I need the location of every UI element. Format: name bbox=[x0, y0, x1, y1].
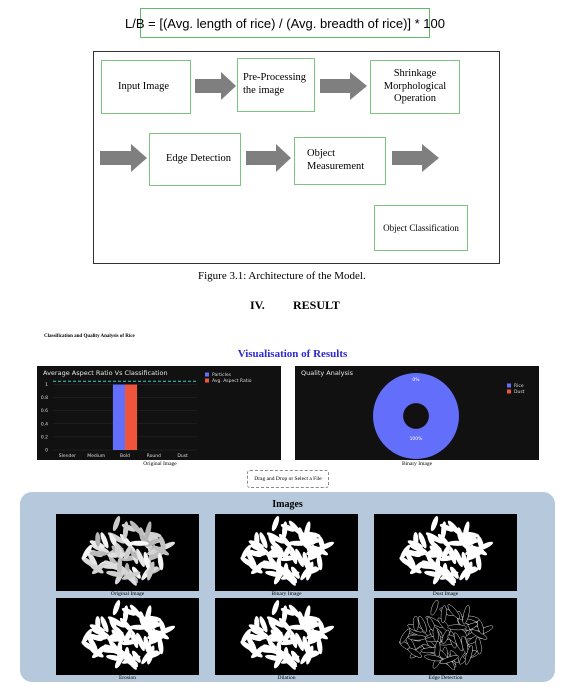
thumbnail-label: Original Image bbox=[110, 591, 145, 597]
pre-processing-label-line1: Pre-Processing bbox=[243, 72, 306, 84]
y-tick-label: 0.6 bbox=[41, 408, 48, 414]
donut-hole bbox=[403, 403, 429, 429]
pie-chart-title: Quality Analysis bbox=[301, 369, 354, 377]
rice-grains-dilation-image bbox=[240, 600, 335, 670]
object-measurement-label-line1: Object bbox=[307, 148, 335, 160]
rice-grains-edge-image bbox=[399, 599, 494, 670]
arrow-right-icon bbox=[246, 144, 291, 172]
figure-caption: Figure 3.1: Architecture of the Model. bbox=[198, 270, 366, 282]
images-panel: Images Original Image Binary Image Dust … bbox=[20, 492, 555, 682]
object-classification-box: Object Classification bbox=[374, 205, 468, 251]
upload-label: Drag and Drop or Select a File bbox=[254, 476, 322, 482]
legend-swatch bbox=[205, 378, 209, 383]
dilation-image-thumbnail bbox=[215, 598, 358, 675]
arrow-right-icon bbox=[195, 72, 236, 100]
rice-grains-dust-image bbox=[399, 516, 494, 586]
section-title: RESULT bbox=[293, 298, 340, 312]
arrow-right-icon bbox=[392, 144, 439, 172]
rice-grains-grayscale-image bbox=[81, 516, 176, 586]
legend-label: Particles bbox=[212, 372, 232, 378]
object-measurement-box: Object Measurement bbox=[294, 137, 386, 185]
legend-swatch bbox=[507, 389, 511, 394]
legend-swatch bbox=[507, 383, 511, 388]
rice-grains-erosion-image bbox=[81, 600, 176, 670]
shrinkage-label-line2: Morphological bbox=[383, 80, 447, 92]
x-tick-label: Round bbox=[147, 453, 161, 459]
y-tick-label: 0 bbox=[45, 448, 48, 454]
bar-panel-label: Original Image bbox=[143, 461, 177, 467]
bar-chart-title: Average Aspect Ratio Vs Classification bbox=[43, 369, 168, 377]
pre-processing-box: Pre-Processing the image bbox=[237, 58, 315, 112]
thumbnail-label: Dust Image bbox=[432, 591, 459, 597]
formula-text: L/B = [(Avg. length of rice) / (Avg. bre… bbox=[125, 15, 445, 31]
y-tick-label: 1 bbox=[45, 382, 48, 388]
bar-particles bbox=[112, 384, 125, 450]
y-tick-label: 0.4 bbox=[41, 421, 48, 427]
legend-label: Rice bbox=[514, 383, 524, 389]
shrinkage-box: Shrinkage Morphological Operation bbox=[370, 60, 460, 114]
architecture-diagram: Input Image Pre-Processing the image Shr… bbox=[93, 51, 500, 264]
object-measurement-label-line2: Measurement bbox=[307, 161, 365, 172]
shrinkage-label-line1: Shrinkage bbox=[393, 68, 437, 80]
x-tick-label: Bold bbox=[120, 453, 130, 459]
binary-image-thumbnail bbox=[215, 514, 358, 591]
legend-swatch bbox=[205, 372, 209, 377]
thumbnail-label: Binary Image bbox=[271, 591, 302, 597]
thumbnail-label: Erosion bbox=[118, 675, 137, 681]
arrow-right-icon bbox=[320, 72, 367, 100]
y-tick-label: 0.8 bbox=[41, 395, 48, 401]
edge-detection-image-thumbnail bbox=[374, 598, 517, 675]
input-image-label: Input Image bbox=[118, 80, 170, 92]
x-tick-label: Dust bbox=[177, 453, 188, 459]
pre-processing-label-line2: the image bbox=[243, 85, 285, 96]
aspect-ratio-formula: L/B = [(Avg. length of rice) / (Avg. bre… bbox=[125, 8, 445, 38]
input-image-box: Input Image bbox=[101, 60, 191, 114]
images-title: Images bbox=[272, 499, 303, 510]
file-upload-dropzone[interactable]: Drag and Drop or Select a File bbox=[247, 470, 329, 488]
thumbnail-label: Dilation bbox=[277, 675, 296, 681]
x-tick-label: Slender bbox=[59, 453, 76, 459]
pie-panel-label: Binary Image bbox=[401, 461, 433, 467]
shrinkage-label-line3: Operation bbox=[394, 93, 436, 105]
legend-label: Avg. Aspect Ratio bbox=[212, 378, 252, 384]
original-image-thumbnail bbox=[56, 514, 199, 591]
legend-label: Dust bbox=[514, 389, 525, 395]
rice-grains-binary-image bbox=[240, 516, 335, 586]
bar-chart-panel: Average Aspect Ratio Vs Classification 0… bbox=[37, 366, 281, 460]
dust-image-thumbnail bbox=[374, 514, 517, 591]
edge-detection-box: Edge Detection bbox=[149, 133, 241, 186]
arrow-right-icon bbox=[100, 144, 147, 172]
section-number: IV. bbox=[250, 298, 265, 312]
slice-label-dust: 0% bbox=[412, 377, 420, 383]
bar-avg-aspect-ratio bbox=[125, 384, 138, 450]
thumbnail-label: Edge Detection bbox=[428, 675, 463, 681]
erosion-image-thumbnail bbox=[56, 598, 199, 675]
object-classification-label: Object Classification bbox=[383, 222, 459, 233]
dashboard-title: Visualisation of Results bbox=[237, 348, 348, 360]
slice-label-rice: 100% bbox=[410, 436, 424, 442]
dashboard-subtitle: Classification and Quality Analysis of R… bbox=[44, 334, 135, 339]
y-tick-label: 0.2 bbox=[41, 434, 48, 440]
x-tick-label: Medium bbox=[87, 453, 105, 459]
edge-detection-label: Edge Detection bbox=[166, 153, 232, 165]
